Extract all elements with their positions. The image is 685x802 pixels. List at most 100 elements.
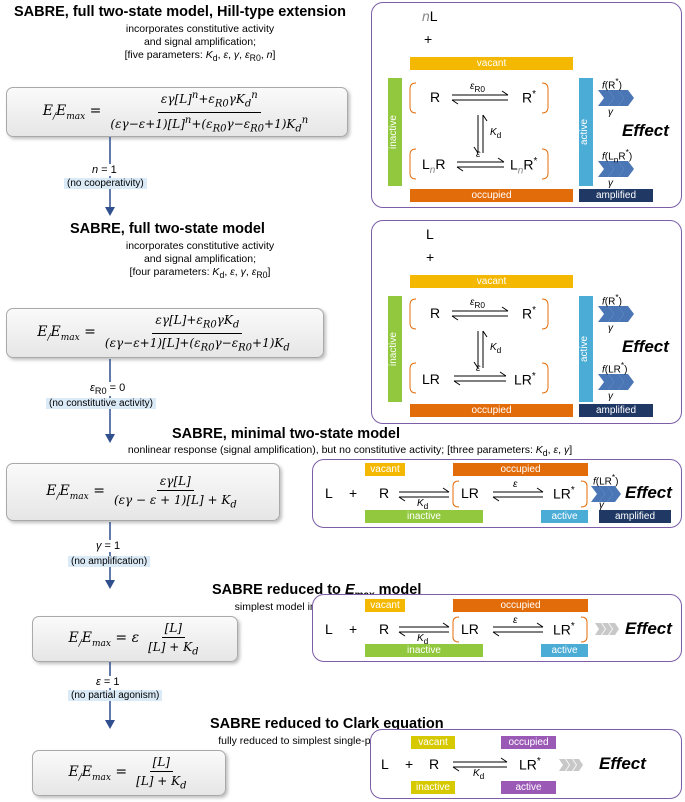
species-L: L (325, 485, 333, 501)
species-L: L (381, 756, 389, 772)
function-fLR: f(LR*) (593, 472, 619, 488)
reaction-scheme-1 (409, 82, 634, 180)
species-Rstar: R* (522, 89, 537, 106)
occupied-bar: occupied (410, 189, 573, 202)
function-fR: f(R*) (602, 292, 622, 308)
occupied-bar: occupied (410, 404, 573, 417)
occupied-bar: occupied (453, 463, 588, 476)
species-nL: nL (422, 8, 438, 24)
effect-label: Effect (622, 337, 669, 356)
eps-label: ε (476, 149, 481, 160)
reduction-arrow-2 (105, 359, 115, 443)
section2-title: SABRE, full two-state model (70, 221, 265, 237)
species-LR: LR (461, 485, 479, 501)
effect-label: Effect (625, 483, 672, 502)
condition-eps: ε = 1 (96, 676, 120, 688)
occupied-bar: occupied (453, 599, 588, 612)
scheme-panel-clark: vacant occupied inactive active L + R Kd… (370, 729, 682, 799)
reaction-scheme-3 (398, 480, 621, 508)
inactive-bar: inactive (365, 644, 483, 657)
species-L: L (325, 621, 333, 637)
species-R: R (379, 621, 390, 637)
species-LRstar: LR* (514, 371, 536, 388)
plus-sign: + (424, 31, 433, 47)
reaction-scheme-5 (452, 757, 583, 772)
species-R: R (429, 756, 440, 772)
gamma-label: γ (608, 323, 613, 334)
species-R: R (379, 485, 390, 501)
condition-note-1: (no cooperativity) (64, 178, 147, 189)
function-fLnR: f(LnR*) (602, 147, 633, 165)
plus-sign: + (349, 485, 358, 501)
eps-label: ε (513, 479, 518, 490)
kd-label: Kd (490, 127, 502, 140)
active-bar: active (541, 510, 588, 523)
condition-note-2: (no constitutive activity) (46, 398, 156, 409)
kd-label: Kd (490, 342, 502, 355)
epsR0-label: εR0 (470, 297, 486, 310)
plus-sign: + (405, 756, 414, 772)
gamma-label-2: γ (608, 391, 613, 402)
species-Rstar: R* (522, 305, 537, 322)
section5-title: SABRE reduced to Clark equation (210, 716, 444, 732)
epsR0-label: εR0 (470, 81, 486, 94)
section3-title: SABRE, minimal two-state model (172, 426, 401, 442)
reaction-scheme-4 (398, 616, 619, 643)
equation-clark: E/Emax = [L][L] + Kd (32, 750, 226, 796)
vacant-bar: vacant (410, 57, 573, 70)
condition-note-3: (no amplification) (68, 556, 151, 567)
equation-emax: E/Emax = ε [L][L] + Kd (32, 616, 238, 662)
equation-hill: E/Emax = εγ[L]n+εR0γKdn(εγ−ε+1)[L]n+(εR0… (6, 87, 348, 137)
equation-full: E/Emax = εγ[L]+εR0γKd(εγ−ε+1)[L]+(εR0γ−ε… (6, 308, 324, 358)
species-R: R (430, 89, 441, 105)
species-LR: LR (422, 371, 440, 387)
section1-title: SABRE, full two-state model, Hill-type e… (14, 4, 346, 20)
plus-sign: + (349, 621, 358, 637)
scheme-panel-hill: nL + vacant inactive active occupied amp… (371, 2, 682, 208)
species-LRstar: LR* (553, 621, 575, 638)
reaction-scheme-2 (409, 298, 634, 394)
vacant-bar: vacant (411, 736, 455, 749)
kd-label: Kd (417, 498, 429, 511)
eps-label: ε (513, 615, 518, 626)
scheme-panel-full: L + vacant inactive active occupied ampl… (371, 220, 682, 424)
eps-label: ε (476, 363, 481, 374)
amplified-bar: amplified (579, 189, 653, 202)
condition-gamma: γ = 1 (96, 540, 121, 552)
inactive-bar: inactive (365, 510, 483, 523)
active-bar: active (541, 644, 588, 657)
condition-epsR0: εR0 = 0 (90, 382, 126, 397)
reduction-arrow-3 (105, 522, 115, 589)
vacant-bar: vacant (365, 599, 405, 612)
species-LnR: LnR (422, 156, 446, 176)
section3-subtitle: nonlinear response (signal amplification… (127, 444, 573, 459)
species-LnRstar: LnR* (510, 156, 538, 177)
effect-label: Effect (622, 121, 669, 140)
vacant-bar: vacant (365, 463, 405, 476)
amplified-bar: amplified (579, 404, 653, 417)
active-bar: active (501, 781, 556, 794)
effect-label: Effect (599, 754, 646, 773)
condition-n: n = 1 (92, 164, 117, 176)
amplified-bar: amplified (599, 510, 671, 523)
reduction-arrow-1 (105, 137, 115, 216)
scheme-panel-emax: vacant occupied inactive active L + R Kd… (312, 594, 682, 662)
inactive-bar: inactive (411, 781, 455, 794)
gamma-label: γ (608, 107, 613, 118)
occupied-bar: occupied (501, 736, 556, 749)
species-R: R (430, 305, 441, 321)
scheme-panel-minimal: vacant occupied inactive active amplifie… (312, 459, 682, 528)
condition-note-4: (no partial agonism) (68, 690, 163, 701)
kd-label: Kd (417, 633, 429, 646)
species-LRstar: LR* (553, 485, 575, 502)
kd-label: Kd (473, 768, 485, 781)
effect-label: Effect (625, 619, 672, 638)
function-fLR: f(LR*) (602, 360, 628, 376)
gamma-label-2: γ (608, 178, 613, 189)
function-fR: f(R*) (602, 76, 622, 92)
species-L: L (426, 226, 434, 242)
vacant-bar: vacant (410, 275, 573, 288)
equation-minimal: E/Emax = εγ[L](εγ − ε + 1)[L] + Kd (6, 463, 280, 521)
